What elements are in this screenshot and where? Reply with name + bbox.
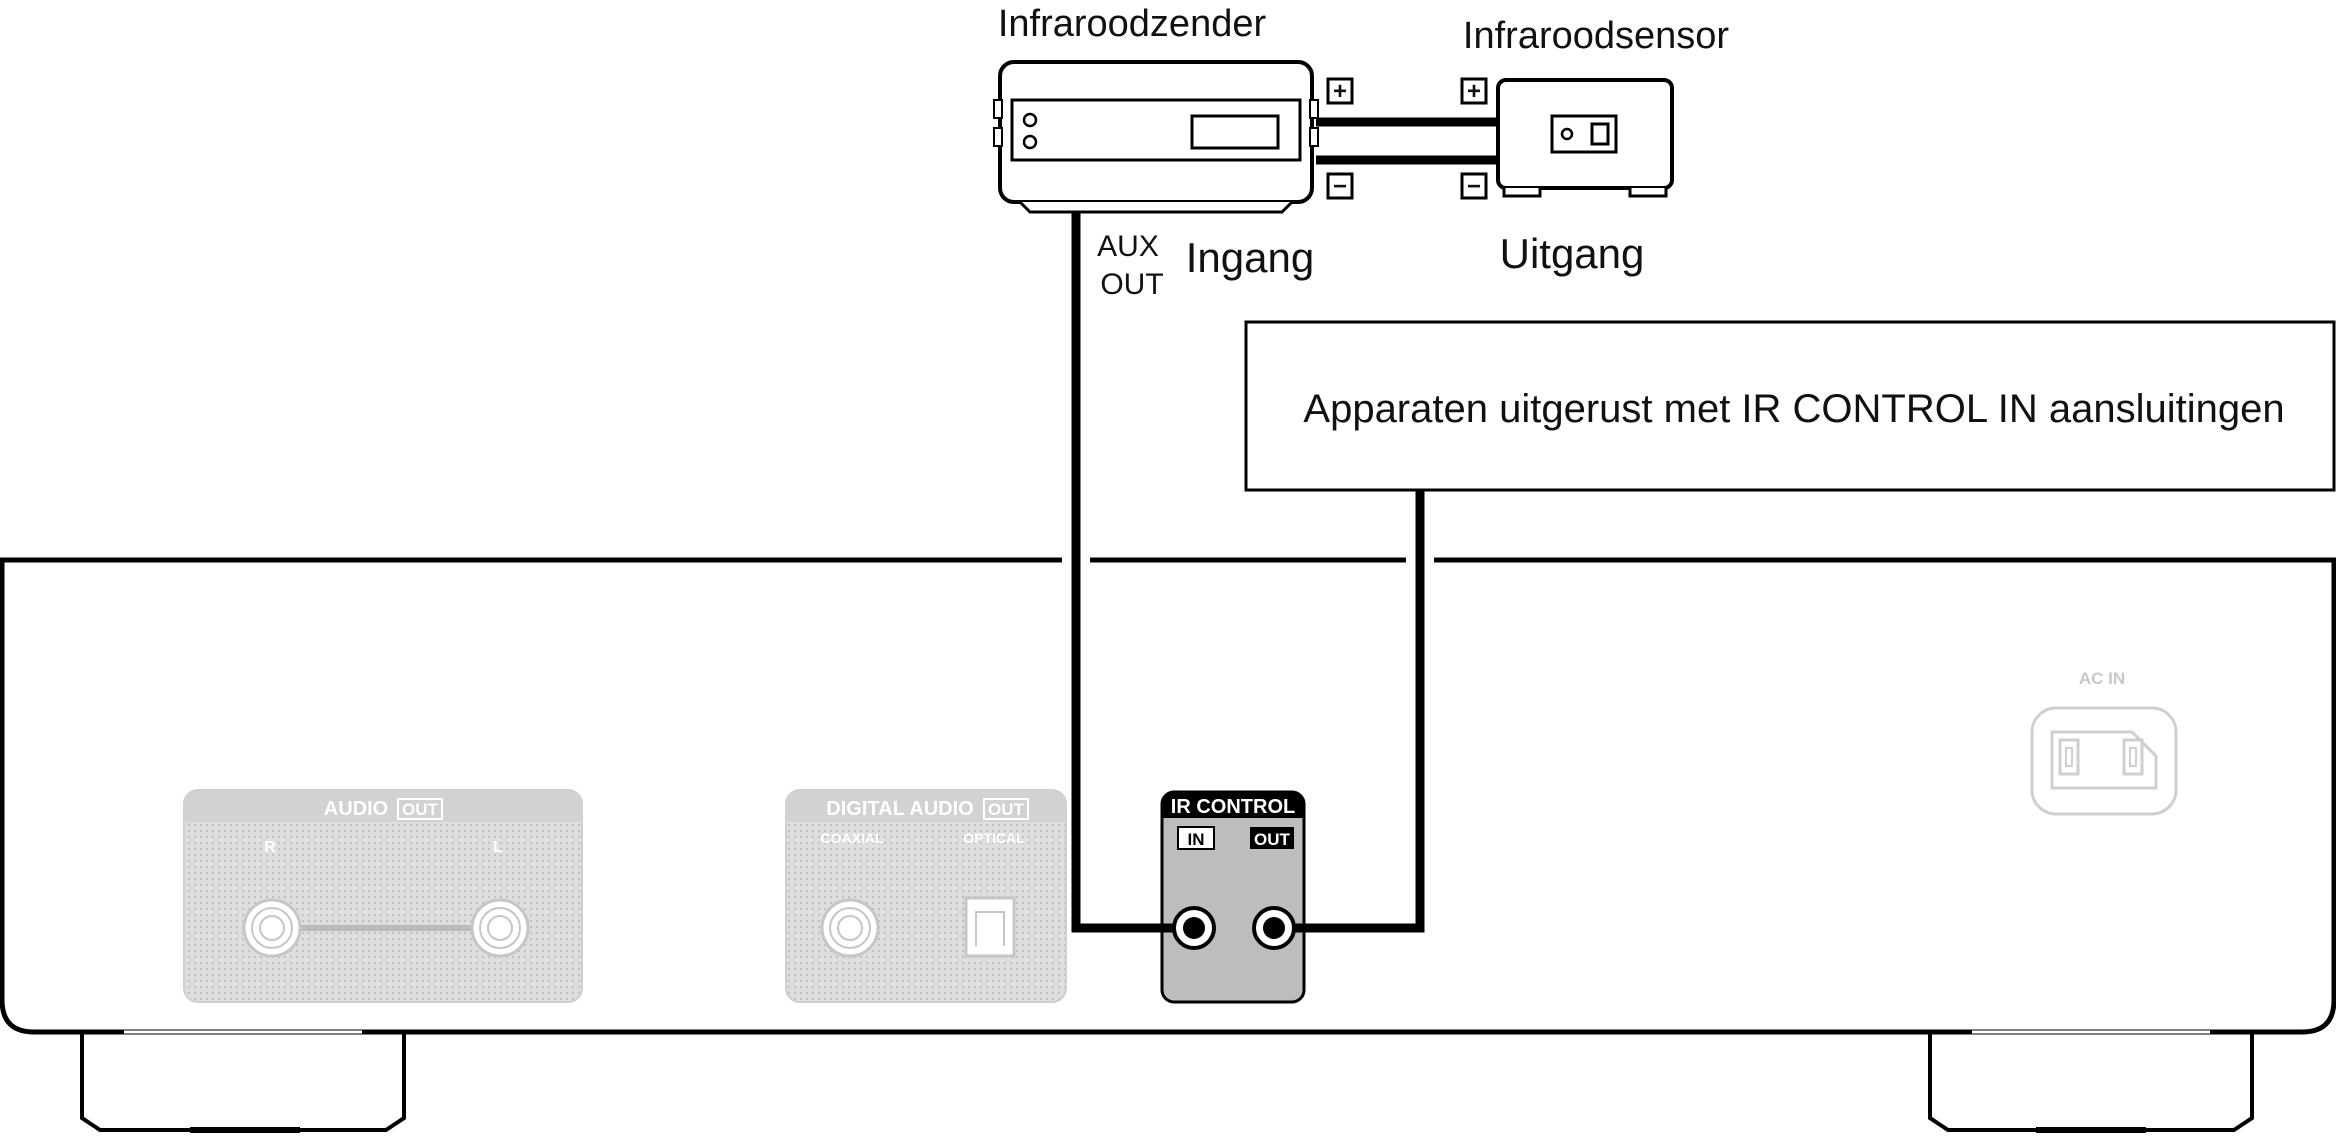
ir-in-label: IN bbox=[1188, 830, 1205, 849]
infrared-sensor bbox=[1496, 78, 1674, 198]
audio-out-panel: AUDIO OUT R L bbox=[183, 789, 583, 1003]
out-label: OUT bbox=[1100, 268, 1163, 301]
ir-devices-label: Apparaten uitgerust met IR CONTROL IN aa… bbox=[1303, 387, 2284, 431]
svg-text:−: − bbox=[1467, 173, 1481, 200]
digital-audio-badge: OUT bbox=[988, 800, 1025, 819]
ir-control-panel: IR CONTROL IN OUT bbox=[1160, 790, 1306, 1004]
rca-r-jack bbox=[242, 898, 302, 958]
plus-sign-transmitter: + bbox=[1326, 77, 1354, 105]
minus-sign-transmitter: − bbox=[1326, 172, 1354, 200]
ac-in-socket: AC IN bbox=[2030, 669, 2178, 816]
ir-in-jack bbox=[1172, 906, 1216, 950]
cable-ir-out-to-devices bbox=[1292, 490, 1425, 933]
svg-text:+: + bbox=[1333, 78, 1347, 105]
output-label: Uitgang bbox=[1500, 230, 1645, 277]
ir-out-label: OUT bbox=[1254, 830, 1291, 849]
infrared-transmitter bbox=[993, 60, 1319, 214]
aux-label: AUX bbox=[1097, 230, 1159, 263]
audio-r-label: R bbox=[264, 839, 276, 856]
optical-jack bbox=[964, 896, 1016, 958]
ir-control-title: IR CONTROL bbox=[1171, 796, 1295, 818]
ir-control-devices-box: Apparaten uitgerust met IR CONTROL IN aa… bbox=[1244, 320, 2336, 492]
digital-audio-title: DIGITAL AUDIO bbox=[826, 798, 973, 820]
rca-l-jack bbox=[470, 898, 530, 958]
audio-out-badge: OUT bbox=[402, 800, 439, 819]
svg-text:+: + bbox=[1467, 78, 1481, 105]
sensor-label: Infraroodsensor bbox=[1463, 15, 1729, 57]
ac-in-label: AC IN bbox=[2079, 669, 2125, 688]
cable-aux-to-ir-in bbox=[1071, 212, 1176, 933]
coaxial-jack bbox=[820, 898, 880, 958]
audio-l-label: L bbox=[493, 839, 503, 856]
ir-out-jack bbox=[1252, 906, 1296, 950]
plus-sign-sensor: + bbox=[1460, 77, 1488, 105]
digital-audio-out-panel: DIGITAL AUDIO OUT COAXIAL OPTICAL bbox=[785, 789, 1067, 1003]
svg-text:−: − bbox=[1333, 173, 1347, 200]
coaxial-label: COAXIAL bbox=[821, 830, 884, 846]
minus-sign-sensor: − bbox=[1460, 172, 1488, 200]
transmitter-label: Infraroodzender bbox=[998, 3, 1267, 45]
input-label: Ingang bbox=[1186, 234, 1314, 281]
optical-label: OPTICAL bbox=[963, 830, 1025, 846]
audio-out-title: AUDIO bbox=[324, 798, 388, 820]
